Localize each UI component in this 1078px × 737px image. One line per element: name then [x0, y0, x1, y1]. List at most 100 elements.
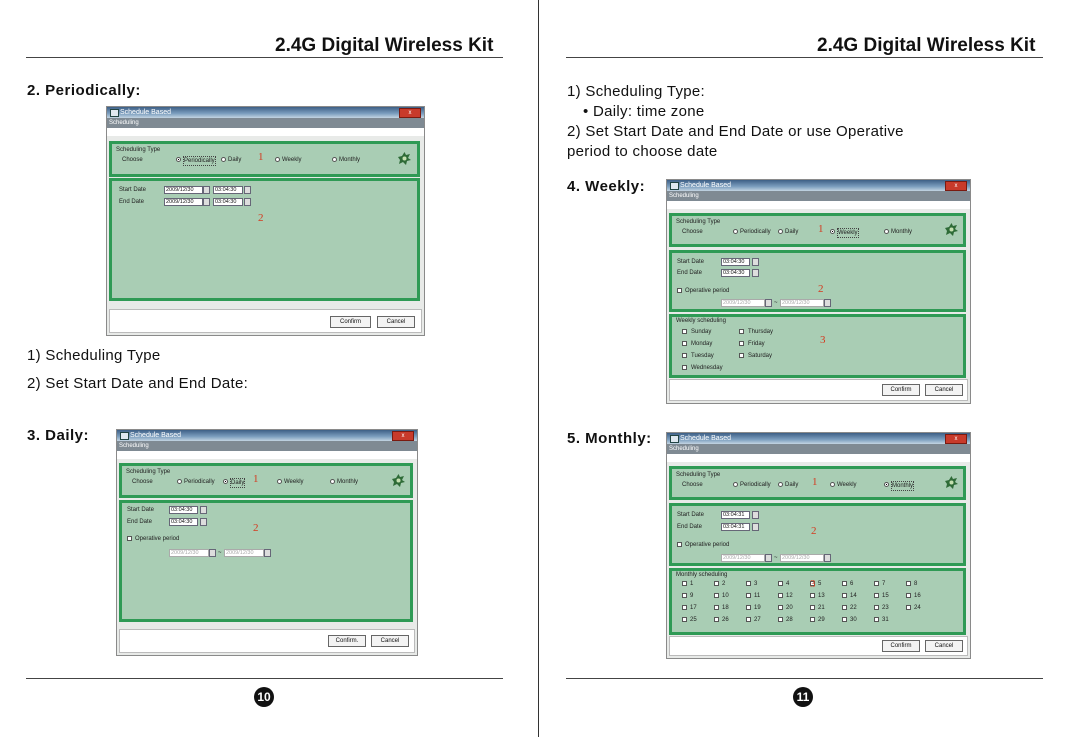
start-time-input[interactable]: 03:04:30: [721, 258, 750, 266]
checkbox-monday[interactable]: [682, 341, 687, 346]
period-end-dropdown[interactable]: [824, 299, 831, 307]
option-monthly[interactable]: Monthly: [337, 479, 359, 485]
cancel-button[interactable]: Cancel: [371, 635, 409, 647]
period-end-input[interactable]: 2009/12/30: [224, 549, 264, 557]
checkbox-day-22[interactable]: [842, 605, 847, 610]
end-time-input[interactable]: 03:04:30: [213, 198, 243, 206]
cancel-button[interactable]: Cancel: [377, 316, 415, 328]
radio-weekly[interactable]: [277, 479, 282, 484]
checkbox-day-18[interactable]: [714, 605, 719, 610]
radio-periodically[interactable]: [177, 479, 182, 484]
period-end-input[interactable]: 2009/12/30: [780, 299, 824, 307]
radio-weekly[interactable]: [275, 157, 280, 162]
checkbox-day-9[interactable]: [682, 593, 687, 598]
checkbox-day-27[interactable]: [746, 617, 751, 622]
close-button[interactable]: x: [945, 181, 967, 191]
option-monthly[interactable]: Monthly: [891, 481, 915, 491]
option-periodically[interactable]: Periodically: [740, 229, 771, 235]
close-button[interactable]: x: [945, 434, 967, 444]
checkbox-sunday[interactable]: [682, 329, 687, 334]
start-time-input[interactable]: 03:04:30: [213, 186, 243, 194]
checkbox-day-12[interactable]: [778, 593, 783, 598]
checkbox-day-2[interactable]: [714, 581, 719, 586]
cancel-button[interactable]: Cancel: [925, 640, 963, 652]
option-periodically[interactable]: Periodically: [183, 156, 216, 166]
period-start-input[interactable]: 2009/12/30: [721, 554, 765, 562]
checkbox-day-17[interactable]: [682, 605, 687, 610]
confirm-button[interactable]: Confirm: [882, 384, 920, 396]
operative-period-checkbox[interactable]: [127, 536, 132, 541]
operative-period-checkbox[interactable]: [677, 542, 682, 547]
close-button[interactable]: x: [399, 108, 421, 118]
operative-period-checkbox[interactable]: [677, 288, 682, 293]
menu-scheduling[interactable]: Scheduling: [667, 191, 970, 201]
radio-periodically[interactable]: [733, 229, 738, 234]
period-start-input[interactable]: 2009/12/30: [721, 299, 765, 307]
radio-monthly[interactable]: [332, 157, 337, 162]
checkbox-day-31[interactable]: [874, 617, 879, 622]
checkbox-tuesday[interactable]: [682, 353, 687, 358]
end-time-spinner[interactable]: [200, 518, 207, 526]
start-time-input[interactable]: 03:04:30: [169, 506, 198, 514]
radio-monthly[interactable]: [884, 482, 889, 487]
checkbox-friday[interactable]: [739, 341, 744, 346]
checkbox-day-6[interactable]: [842, 581, 847, 586]
option-periodically[interactable]: Periodically: [184, 479, 215, 485]
period-end-dropdown[interactable]: [264, 549, 271, 557]
start-time-spinner[interactable]: [244, 186, 251, 194]
period-end-dropdown[interactable]: [824, 554, 831, 562]
checkbox-day-26[interactable]: [714, 617, 719, 622]
period-start-input[interactable]: 2009/12/30: [169, 549, 209, 557]
option-daily[interactable]: Daily: [785, 482, 799, 488]
checkbox-saturday[interactable]: [739, 353, 744, 358]
option-weekly[interactable]: Weekly: [284, 479, 304, 485]
radio-daily[interactable]: [223, 479, 228, 484]
start-time-spinner[interactable]: [752, 258, 759, 266]
period-start-dropdown[interactable]: [765, 554, 772, 562]
menu-scheduling[interactable]: Scheduling: [667, 444, 970, 454]
checkbox-day-29[interactable]: [810, 617, 815, 622]
option-daily[interactable]: Daily: [785, 229, 799, 235]
checkbox-day-13[interactable]: [810, 593, 815, 598]
start-time-input[interactable]: 03:04:31: [721, 511, 750, 519]
checkbox-day-19[interactable]: [746, 605, 751, 610]
end-time-spinner[interactable]: [244, 198, 251, 206]
option-weekly[interactable]: Weekly: [837, 482, 857, 488]
checkbox-day-5[interactable]: [810, 581, 815, 586]
end-time-input[interactable]: 03:04:30: [721, 269, 750, 277]
start-time-spinner[interactable]: [752, 511, 759, 519]
checkbox-day-11[interactable]: [746, 593, 751, 598]
option-monthly[interactable]: Monthly: [891, 229, 913, 235]
period-start-dropdown[interactable]: [765, 299, 772, 307]
checkbox-day-16[interactable]: [906, 593, 911, 598]
checkbox-day-10[interactable]: [714, 593, 719, 598]
checkbox-wednesday[interactable]: [682, 365, 687, 370]
checkbox-day-1[interactable]: [682, 581, 687, 586]
radio-daily[interactable]: [221, 157, 226, 162]
option-monthly[interactable]: Monthly: [339, 157, 361, 163]
confirm-button[interactable]: Confirm: [882, 640, 920, 652]
end-date-dropdown[interactable]: [203, 198, 210, 206]
end-time-input[interactable]: 03:04:31: [721, 523, 750, 531]
start-time-spinner[interactable]: [200, 506, 207, 514]
checkbox-day-14[interactable]: [842, 593, 847, 598]
end-date-input[interactable]: 2009/12/30: [164, 198, 203, 206]
checkbox-thursday[interactable]: [739, 329, 744, 334]
close-button[interactable]: x: [392, 431, 414, 441]
radio-periodically[interactable]: [176, 157, 181, 162]
checkbox-day-30[interactable]: [842, 617, 847, 622]
option-weekly[interactable]: Weekly: [837, 228, 859, 238]
option-daily[interactable]: Daily: [230, 478, 246, 488]
radio-daily[interactable]: [778, 229, 783, 234]
checkbox-day-28[interactable]: [778, 617, 783, 622]
radio-monthly[interactable]: [330, 479, 335, 484]
checkbox-day-21[interactable]: [810, 605, 815, 610]
menu-scheduling[interactable]: Scheduling: [117, 441, 417, 451]
radio-monthly[interactable]: [884, 229, 889, 234]
checkbox-day-20[interactable]: [778, 605, 783, 610]
end-time-spinner[interactable]: [752, 523, 759, 531]
radio-weekly[interactable]: [830, 482, 835, 487]
radio-daily[interactable]: [778, 482, 783, 487]
radio-weekly[interactable]: [830, 229, 835, 234]
option-periodically[interactable]: Periodically: [740, 482, 771, 488]
